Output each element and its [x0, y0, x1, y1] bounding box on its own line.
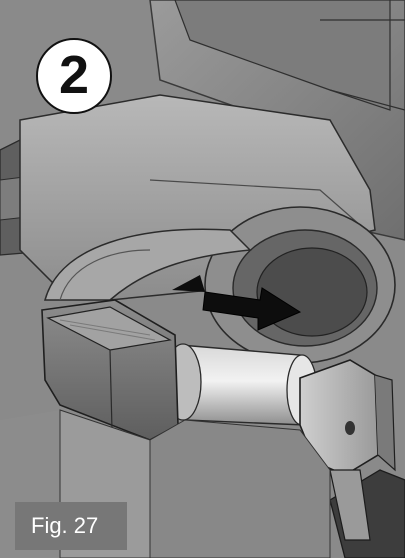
figure-caption-box: Fig. 27 — [15, 502, 127, 550]
figure-caption: Fig. 27 — [31, 513, 99, 538]
step-number: 2 — [58, 45, 90, 105]
direction-arrow-icon — [172, 275, 302, 331]
step-number-badge: 2 — [36, 38, 112, 114]
